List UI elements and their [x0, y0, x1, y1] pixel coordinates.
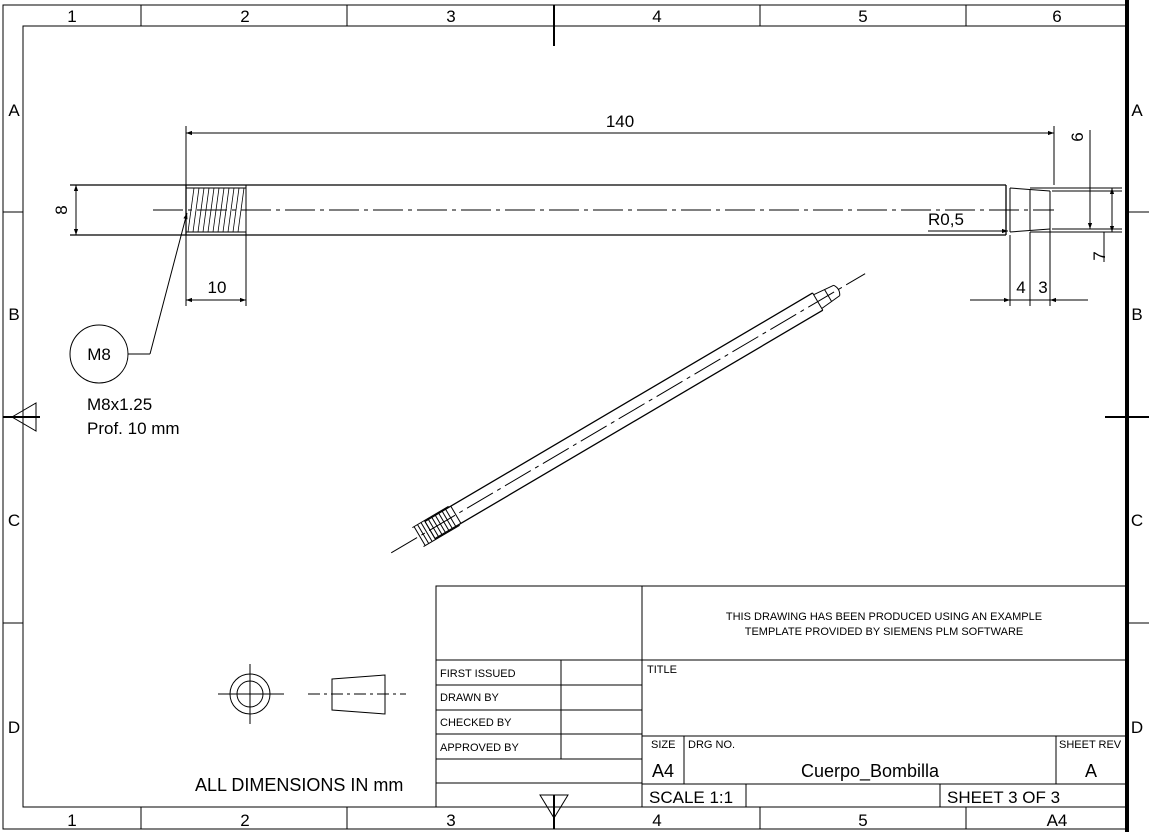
column-label: 6 — [1052, 7, 1061, 26]
row-label: A — [8, 101, 20, 120]
thread-hatching — [187, 187, 245, 233]
sheet-number: SHEET 3 OF 3 — [947, 788, 1060, 807]
revision-value: A — [1085, 761, 1097, 781]
dimension-value: 10 — [208, 278, 227, 297]
frame-column-labels-top: 1 2 3 4 5 6 — [67, 7, 1061, 26]
row-label: B — [8, 305, 19, 324]
dimension-overall-length: 140 — [185, 112, 1055, 185]
dimension-value: 8 — [52, 205, 71, 214]
column-label: 5 — [858, 811, 867, 830]
size-label: SIZE — [651, 739, 675, 751]
title-label: TITLE — [647, 664, 677, 676]
corner-size-label: A4 — [1047, 811, 1068, 830]
column-label: 2 — [240, 811, 249, 830]
sheet-rev-label: SHEET REV — [1059, 739, 1122, 751]
front-view — [70, 184, 1054, 236]
dimension-tip-diameters: 6 7 — [1030, 130, 1122, 262]
dimension-value: R0,5 — [928, 210, 964, 229]
thread-spec: M8x1.25 — [87, 395, 152, 414]
template-note-line-1: THIS DRAWING HAS BEEN PRODUCED USING AN … — [726, 611, 1042, 623]
row-label: A — [1131, 101, 1143, 120]
column-label: 5 — [858, 7, 867, 26]
title-block: THIS DRAWING HAS BEEN PRODUCED USING AN … — [435, 585, 1128, 808]
column-label: 2 — [240, 7, 249, 26]
dimension-value: 3 — [1038, 278, 1047, 297]
sheet-size-value: A4 — [652, 761, 674, 781]
checked-by-label: CHECKED BY — [440, 717, 512, 729]
drawn-by-label: DRAWN BY — [440, 692, 500, 704]
frame-row-labels-right: A B C D — [1131, 101, 1143, 737]
isometric-view — [390, 273, 866, 554]
scale-value: SCALE 1:1 — [649, 788, 733, 807]
row-label: C — [8, 511, 20, 530]
dimension-tip-lengths: 4 3 — [970, 229, 1088, 306]
dimension-value: 7 — [1090, 251, 1109, 260]
column-label: 3 — [446, 7, 455, 26]
drawing-number: Cuerpo_Bombilla — [801, 761, 940, 782]
thread-balloon-label: M8 — [87, 345, 111, 364]
approved-by-label: APPROVED BY — [440, 742, 520, 754]
column-label: 1 — [67, 811, 76, 830]
column-label: 1 — [67, 7, 76, 26]
template-note-line-2: TEMPLATE PROVIDED BY SIEMENS PLM SOFTWAR… — [745, 626, 1024, 638]
dimension-shaft-diameter: 8 — [52, 185, 79, 235]
dimension-tip-radius: R0,5 — [928, 210, 1008, 234]
column-label: 4 — [652, 811, 661, 830]
row-label: D — [1131, 718, 1143, 737]
units-note: ALL DIMENSIONS IN mm — [195, 775, 403, 795]
column-label: 4 — [652, 7, 661, 26]
first-issued-label: FIRST ISSUED — [440, 668, 516, 680]
row-label: D — [8, 718, 20, 737]
frame-row-labels-left: A B C D — [8, 101, 20, 737]
dimension-thread-length: 10 — [185, 235, 247, 306]
dimension-value: 140 — [606, 112, 634, 131]
thread-depth: Prof. 10 mm — [87, 419, 180, 438]
projection-symbol — [218, 664, 406, 724]
dimension-value: 6 — [1068, 132, 1087, 141]
row-label: B — [1131, 305, 1142, 324]
thread-callout: M8 M8x1.25 Prof. 10 mm — [69, 212, 188, 438]
dimension-value: 4 — [1016, 278, 1025, 297]
frame-column-labels-bottom: 1 2 3 4 5 A4 — [67, 811, 1067, 830]
column-label: 3 — [446, 811, 455, 830]
drg-no-label: DRG NO. — [688, 739, 735, 751]
row-label: C — [1131, 511, 1143, 530]
